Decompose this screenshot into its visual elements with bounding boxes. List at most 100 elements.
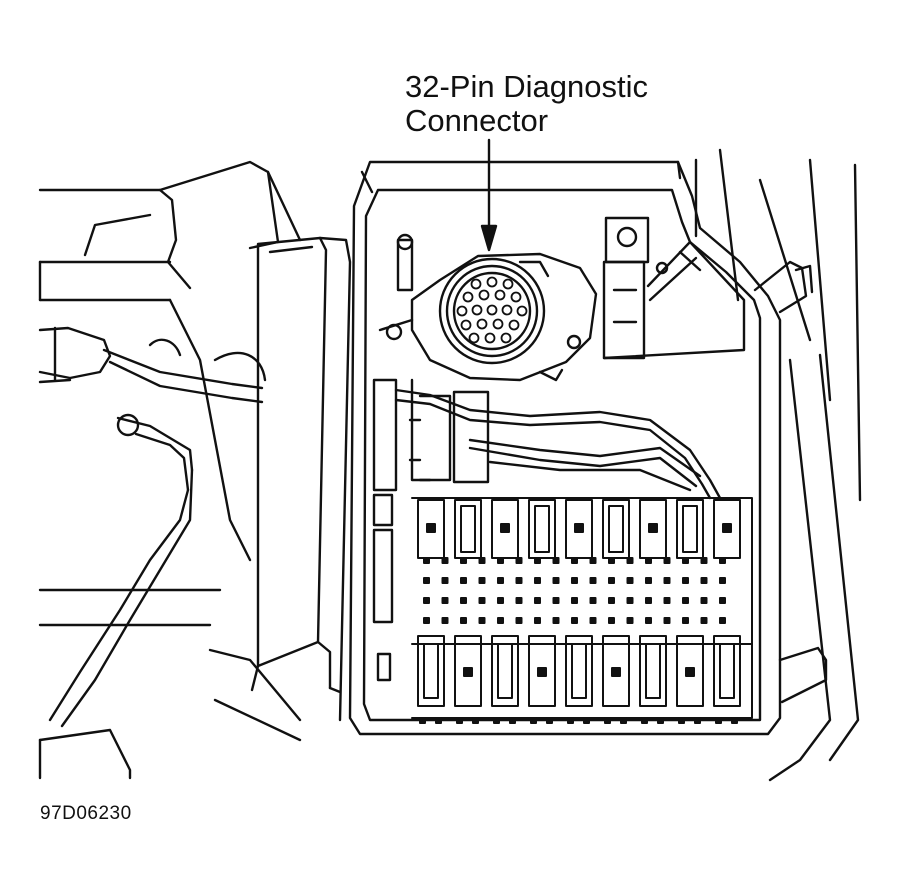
contact-hole bbox=[682, 577, 689, 584]
contact-hole bbox=[423, 617, 430, 624]
contact-hole bbox=[719, 557, 726, 564]
fuse-grid-frame bbox=[411, 497, 753, 719]
pad bbox=[530, 717, 537, 724]
pad bbox=[546, 717, 553, 724]
contact-hole bbox=[571, 557, 578, 564]
contact-hole bbox=[589, 597, 597, 604]
engine-bay-structure bbox=[38, 160, 352, 780]
contact-hole bbox=[423, 597, 430, 604]
side-relays bbox=[372, 378, 432, 682]
contact-hole bbox=[645, 597, 652, 604]
contact-hole bbox=[441, 577, 449, 584]
upper-fuse bbox=[528, 499, 556, 559]
contact-hole bbox=[626, 577, 634, 584]
contact-hole bbox=[441, 597, 449, 604]
lower-fuse-slot bbox=[497, 643, 513, 699]
pad bbox=[731, 717, 738, 724]
contact-hole bbox=[571, 577, 578, 584]
contact-hole bbox=[460, 557, 467, 564]
contact-hole bbox=[626, 617, 634, 624]
upper-fuse bbox=[602, 499, 630, 559]
contact-hole bbox=[515, 557, 523, 564]
pad bbox=[694, 717, 701, 724]
contact-hole bbox=[460, 597, 467, 604]
pad bbox=[620, 717, 627, 724]
contact-hole bbox=[423, 577, 430, 584]
contact-hole bbox=[589, 557, 597, 564]
contact-hole bbox=[441, 557, 449, 564]
lower-fuse-contact bbox=[611, 667, 621, 677]
lower-fuse-slot bbox=[719, 643, 735, 699]
lower-fuse bbox=[602, 635, 630, 707]
lower-fuse bbox=[565, 635, 593, 707]
lower-fuse bbox=[639, 635, 667, 707]
upper-fuse-contact bbox=[574, 523, 584, 533]
contact-hole bbox=[497, 597, 504, 604]
lower-fuse bbox=[491, 635, 519, 707]
contact-hole bbox=[478, 597, 486, 604]
upper-fuse bbox=[639, 499, 667, 559]
upper-fuse-contact bbox=[500, 523, 510, 533]
contact-hole bbox=[719, 577, 726, 584]
upper-fuse-slot bbox=[534, 505, 550, 553]
contact-hole bbox=[682, 557, 689, 564]
upper-fuse-slot bbox=[460, 505, 476, 553]
contact-hole bbox=[552, 577, 560, 584]
contact-hole bbox=[460, 577, 467, 584]
pad bbox=[657, 717, 664, 724]
lower-fuse bbox=[417, 635, 445, 707]
lower-fuse-slot bbox=[423, 643, 439, 699]
contact-hole bbox=[478, 557, 486, 564]
contact-hole bbox=[515, 617, 523, 624]
contact-hole bbox=[423, 557, 430, 564]
contact-hole bbox=[719, 617, 726, 624]
contact-hole bbox=[441, 617, 449, 624]
upper-fuse bbox=[417, 499, 445, 559]
pad bbox=[583, 717, 590, 724]
pad bbox=[456, 717, 463, 724]
upper-fuse-slot bbox=[608, 505, 624, 553]
upper-fuse bbox=[565, 499, 593, 559]
contact-hole bbox=[534, 557, 541, 564]
contact-hole bbox=[571, 597, 578, 604]
contact-hole bbox=[682, 617, 689, 624]
contact-hole bbox=[645, 577, 652, 584]
contact-hole bbox=[589, 577, 597, 584]
contact-hole bbox=[645, 557, 652, 564]
junction-box-housing bbox=[348, 148, 862, 782]
contact-hole bbox=[478, 617, 486, 624]
upper-fuse-contact bbox=[722, 523, 732, 533]
contact-hole bbox=[497, 617, 504, 624]
upper-fuse bbox=[713, 499, 741, 559]
pad bbox=[509, 717, 516, 724]
callout-line-2: Connector bbox=[405, 103, 549, 138]
contact-hole bbox=[552, 597, 560, 604]
callout-line-1: 32-Pin Diagnostic bbox=[405, 69, 648, 104]
connector-callout-label: 32-Pin Diagnostic Connector bbox=[405, 70, 648, 138]
upper-fuse-contact bbox=[426, 523, 436, 533]
callout-arrow bbox=[480, 138, 498, 252]
contact-hole bbox=[515, 597, 523, 604]
wire-harness bbox=[394, 388, 722, 500]
contact-hole bbox=[589, 617, 597, 624]
contact-hole bbox=[663, 577, 671, 584]
fuse-grid bbox=[411, 497, 753, 724]
contact-hole bbox=[608, 577, 615, 584]
pad bbox=[493, 717, 500, 724]
contact-hole bbox=[608, 597, 615, 604]
contact-hole bbox=[663, 617, 671, 624]
contact-hole bbox=[663, 597, 671, 604]
contact-hole bbox=[497, 577, 504, 584]
contact-hole bbox=[497, 557, 504, 564]
lower-fuse bbox=[676, 635, 704, 707]
lower-fuse bbox=[528, 635, 556, 707]
figure-id: 97D06230 bbox=[40, 803, 132, 824]
contact-hole bbox=[515, 577, 523, 584]
lower-fuse-slot bbox=[571, 643, 587, 699]
pad bbox=[678, 717, 685, 724]
lower-fuse-contact bbox=[463, 667, 473, 677]
contact-hole bbox=[700, 577, 708, 584]
upper-fuse-slot bbox=[682, 505, 698, 553]
